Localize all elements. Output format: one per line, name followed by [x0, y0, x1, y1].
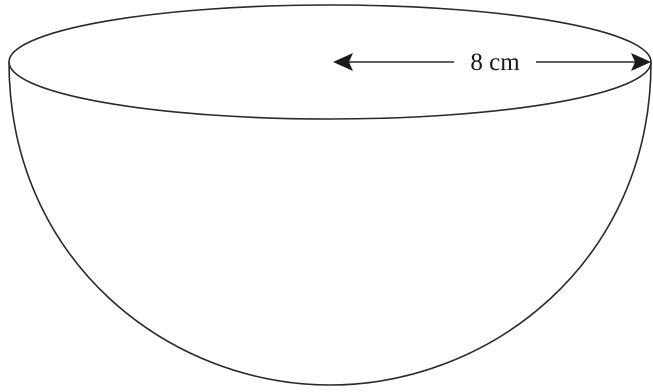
hemisphere-bowl-curve — [8, 61, 652, 386]
radius-label: 8 cm — [470, 49, 520, 76]
radius-dimension: 8 cm — [333, 44, 651, 78]
radius-arrowhead-left — [333, 53, 353, 71]
radius-label-background — [454, 44, 536, 78]
radius-arrowhead-right — [631, 53, 651, 71]
